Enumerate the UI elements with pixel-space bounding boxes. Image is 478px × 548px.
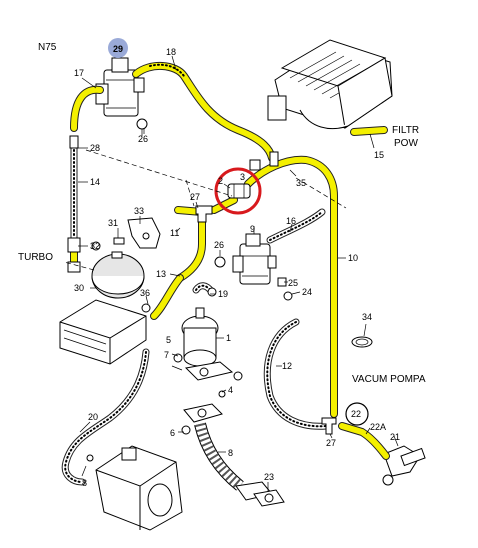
callout-26-upper: 26 [138, 134, 148, 144]
callout-19: 19 [218, 289, 228, 299]
callout-7: 7 [164, 350, 169, 360]
label-pow: POW [394, 138, 418, 149]
callout-8-lower: 8 [82, 478, 87, 488]
fittings [67, 135, 337, 462]
callout-13: 13 [156, 269, 166, 279]
callout-34: 34 [362, 312, 372, 322]
callout-3: 3 [240, 172, 245, 182]
callout-22: 22 [351, 409, 361, 419]
egr-solenoid-valve [232, 233, 277, 285]
callout-12: 12 [282, 361, 292, 371]
callout-24: 24 [302, 287, 312, 297]
callout-20: 20 [88, 412, 98, 422]
n75-solenoid-valve [95, 57, 145, 117]
callout-21: 21 [390, 432, 400, 442]
callout-32: 32 [90, 241, 100, 251]
callout-35: 35 [296, 178, 306, 188]
callout-27-upper: 27 [190, 192, 200, 202]
callout-16: 16 [286, 216, 296, 226]
highlight-circle-22 [345, 402, 369, 426]
callout-22a: 22A [370, 422, 386, 432]
callout-5: 5 [166, 335, 171, 345]
label-n75: N75 [38, 42, 57, 53]
air-filter-housing [267, 39, 393, 130]
callout-9: 9 [250, 224, 255, 234]
screw-31 [113, 237, 125, 245]
bolt-26-upper [136, 118, 148, 136]
callout-31: 31 [108, 218, 118, 228]
callout-15: 15 [374, 150, 384, 160]
callout-10: 10 [348, 253, 358, 263]
vacuum-pump-connector [382, 445, 426, 486]
clamp-34 [351, 336, 373, 348]
callout-18: 18 [166, 47, 176, 57]
section-labels: N75 TURBO FILTR POW VACUM POMPA [18, 42, 426, 385]
callout-27-lower: 27 [326, 438, 336, 448]
label-vacum-pompa: VACUM POMPA [352, 374, 426, 385]
vacuum-reservoir [91, 251, 145, 299]
callout-29: 29 [113, 44, 123, 54]
callout-17: 17 [74, 68, 84, 78]
callout-28: 28 [90, 143, 100, 153]
callout-2: 2 [218, 176, 223, 186]
turbocharger [95, 445, 183, 531]
egr-gasket-6 [183, 403, 223, 423]
callout-33: 33 [134, 206, 144, 216]
egr-pipe [194, 422, 273, 501]
callout-8: 8 [228, 448, 233, 458]
dashed-lines [63, 149, 347, 271]
egr-valve [181, 307, 234, 381]
callout-26-middle: 26 [214, 240, 224, 250]
bracket-33 [127, 217, 161, 249]
bolt-26-middle [214, 256, 226, 268]
label-filtr: FILTR [392, 125, 419, 136]
callout-4: 4 [228, 385, 233, 395]
callout-30: 30 [74, 283, 84, 293]
callout-14: 14 [90, 177, 100, 187]
intercooler-box [59, 299, 147, 365]
n75-marker [108, 38, 128, 58]
leader-lines [78, 55, 399, 492]
label-turbo: TURBO [18, 252, 53, 263]
gasket-23 [253, 489, 285, 507]
callout-1: 1 [226, 333, 231, 343]
callout-23: 23 [264, 472, 274, 482]
part-callouts: 29 18 17 26 28 14 15 2 3 35 27 33 31 32 … [74, 44, 400, 488]
non-return-valve [227, 183, 251, 199]
black-hoses [61, 142, 330, 486]
callout-25: 25 [288, 278, 298, 288]
callout-11: 11 [170, 228, 179, 238]
callout-36: 36 [140, 288, 150, 298]
callout-6: 6 [170, 428, 175, 438]
